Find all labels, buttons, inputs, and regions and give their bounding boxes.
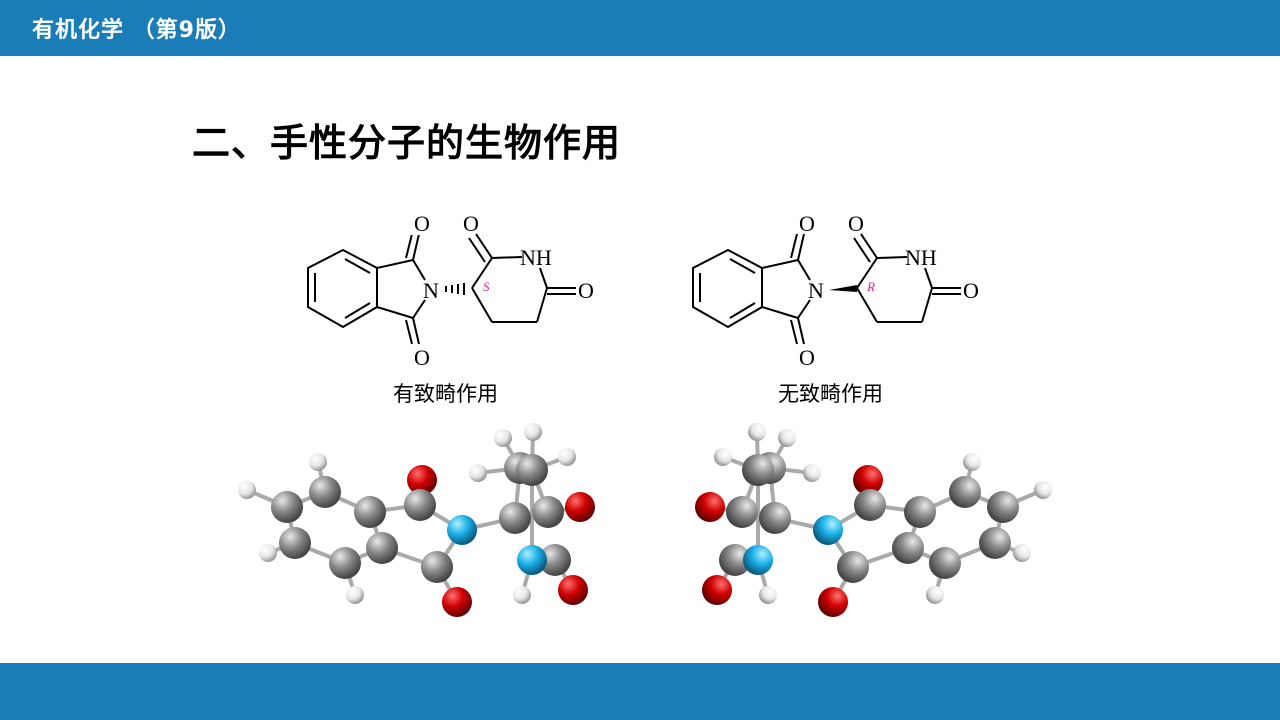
atom-nh: NH [520, 245, 552, 270]
right-caption: 无致畸作用 [778, 382, 883, 406]
atom-n: N [808, 278, 824, 303]
r-ball-and-stick-model [693, 421, 1054, 619]
s-ball-and-stick-model [236, 421, 597, 619]
course-title: 有机化学 （第9版） [32, 18, 241, 43]
solid-wedge-bond [829, 285, 857, 292]
config-label: S [483, 279, 490, 294]
atom-nh: NH [905, 245, 937, 270]
config-label: R [866, 279, 875, 294]
atom-o: O [463, 211, 479, 236]
s-thalidomide-structure: O O N O NH O S [307, 211, 594, 370]
r-thalidomide-structure: O O N O NH O R [692, 211, 979, 370]
hashed-wedge-bond [445, 283, 465, 295]
header-bar: 有机化学 （第9版） [0, 0, 1280, 56]
atom-n: N [423, 278, 439, 303]
atom-o: O [414, 211, 430, 236]
atom-o: O [799, 345, 815, 370]
footer-bar [0, 663, 1280, 720]
atom-o: O [963, 278, 979, 303]
atom-o: O [414, 345, 430, 370]
left-caption: 有致畸作用 [393, 382, 498, 406]
slide-title: 二、手性分子的生物作用 [192, 121, 622, 165]
atom-o: O [848, 211, 864, 236]
atom-o: O [578, 278, 594, 303]
atom-o: O [799, 211, 815, 236]
